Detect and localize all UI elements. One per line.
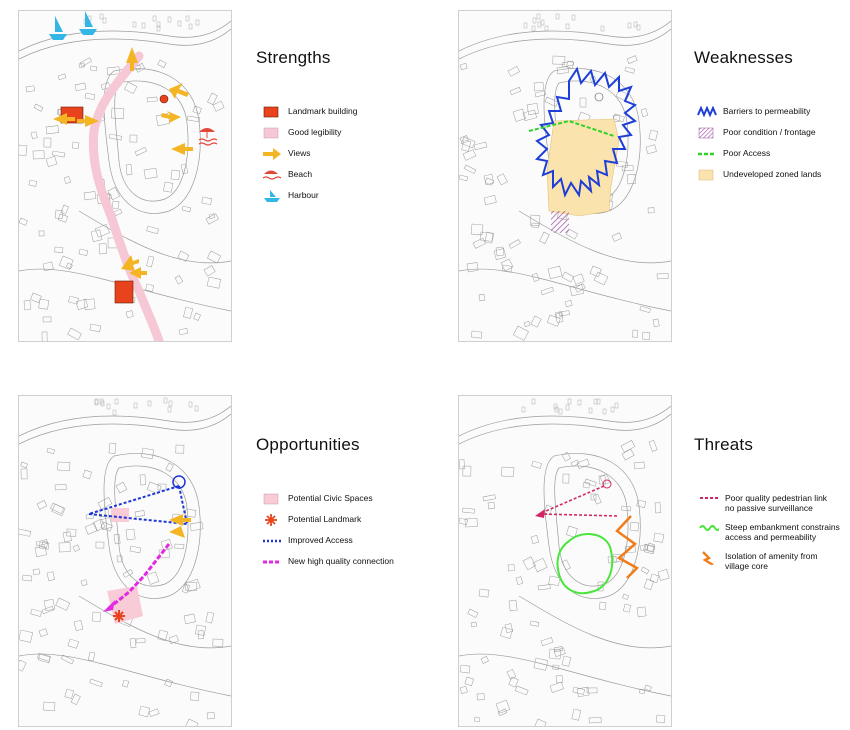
legend-item: Poor Access <box>697 148 821 160</box>
legend-label: Potential Landmark <box>288 514 362 524</box>
strengths-legend: Landmark building Good legibility Views … <box>262 106 357 211</box>
legend-item: Barriers to permeability <box>697 106 821 118</box>
strengths-map <box>18 10 232 342</box>
legend-label: New high quality connection <box>288 556 394 566</box>
hatched-swatch-icon <box>697 127 717 139</box>
zigzag-barrier-icon <box>697 106 717 118</box>
opportunities-panel: Opportunities Potential Civic Spaces Pot… <box>0 365 425 730</box>
legend-item: Undeveloped zoned lands <box>697 169 821 181</box>
legend-item: Good legibility <box>262 127 357 139</box>
legend-label: Improved Access <box>288 535 353 545</box>
panel-title: Opportunities <box>256 435 360 454</box>
undeveloped-area <box>546 118 620 217</box>
orange-zigzag-icon <box>699 551 719 565</box>
legend-label: Beach <box>288 169 313 179</box>
legend-label: Barriers to permeability <box>723 106 811 116</box>
harbour-marker <box>49 16 67 40</box>
legend-item: Potential Civic Spaces <box>262 493 394 505</box>
panel-title: Strengths <box>256 48 331 67</box>
legend-label: Good legibility <box>288 127 342 137</box>
weaknesses-legend: Barriers to permeability Poor condition … <box>697 106 821 190</box>
strengths-panel: Strengths Landmark building Good legibil… <box>0 0 425 365</box>
legend-label: Poor Access <box>723 148 771 158</box>
legend-label: Undeveloped zoned lands <box>723 169 822 179</box>
poor-condition-area <box>551 211 569 233</box>
view-arrows <box>53 47 193 279</box>
legend-item: Steep embankment constrains access and p… <box>699 522 840 542</box>
threats-panel: Threats Poor quality pedestrian link no … <box>425 365 850 730</box>
legend-item: Harbour <box>262 190 357 202</box>
legend-label: Poor condition / frontage <box>723 127 816 137</box>
improved-access-route <box>88 485 188 525</box>
civic-space-swatch-icon <box>262 493 282 505</box>
beach-marker <box>198 128 218 146</box>
legibility-route <box>88 51 164 341</box>
legend-label: Isolation of amenity from village core <box>725 551 818 571</box>
strengths-map-svg <box>19 11 231 341</box>
pedestrian-link-route <box>538 485 620 517</box>
legend-item: New high quality connection <box>262 556 394 568</box>
legend-item: Beach <box>262 169 357 181</box>
legibility-swatch-icon <box>262 127 282 139</box>
legend-item: Views <box>262 148 357 160</box>
legend-label: Steep embankment constrains access and p… <box>725 522 840 542</box>
barrier-to-permeability <box>534 66 638 198</box>
legend-item: Improved Access <box>262 535 394 547</box>
threats-map-svg <box>459 398 671 726</box>
legend-item: Poor condition / frontage <box>697 127 821 139</box>
asterisk-landmark-icon <box>262 514 282 526</box>
legend-label: Views <box>288 148 311 158</box>
legend-item: Poor quality pedestrian link no passive … <box>699 493 840 513</box>
potential-landmark <box>113 610 125 622</box>
panel-title: Threats <box>694 435 754 454</box>
opportunities-legend: Potential Civic Spaces Potential Landmar… <box>262 493 394 577</box>
dotted-blue-line-icon <box>262 535 282 547</box>
landmark-building <box>159 94 169 104</box>
weaknesses-map <box>458 10 672 342</box>
landmark-building-icon <box>262 106 282 118</box>
legend-label: Poor quality pedestrian link no passive … <box>725 493 828 513</box>
dashed-green-line-icon <box>697 148 717 160</box>
dashed-crimson-line-icon <box>699 493 719 505</box>
poor-access-route <box>528 119 615 137</box>
civic-space <box>107 586 143 624</box>
threats-map <box>458 395 672 727</box>
weaknesses-map-svg <box>459 13 671 341</box>
harbour-marker <box>79 11 97 35</box>
dashed-magenta-line-icon <box>262 556 282 568</box>
legend-label: Harbour <box>288 190 319 200</box>
panel-title: Weaknesses <box>694 48 794 67</box>
beach-icon <box>262 169 282 181</box>
threats-legend: Poor quality pedestrian link no passive … <box>699 493 840 580</box>
civic-space <box>111 508 129 522</box>
view-arrows <box>169 514 191 538</box>
views-arrow-icon <box>262 148 282 160</box>
wavy-green-line-icon <box>699 522 719 534</box>
weaknesses-panel: Weaknesses Barriers to permeability Poor… <box>425 0 850 365</box>
new-connection-route <box>108 543 171 610</box>
legend-item: Potential Landmark <box>262 514 394 526</box>
steep-embankment <box>556 532 614 595</box>
landmark-building <box>114 280 134 304</box>
opportunities-map-svg <box>19 397 231 726</box>
undeveloped-swatch-icon <box>697 169 717 181</box>
isolation-of-amenity <box>615 515 640 579</box>
legend-item: Isolation of amenity from village core <box>699 551 840 571</box>
legend-item: Landmark building <box>262 106 357 118</box>
harbour-icon <box>262 190 282 202</box>
legend-label: Landmark building <box>288 106 358 116</box>
opportunities-map <box>18 395 232 727</box>
legend-label: Potential Civic Spaces <box>288 493 373 503</box>
